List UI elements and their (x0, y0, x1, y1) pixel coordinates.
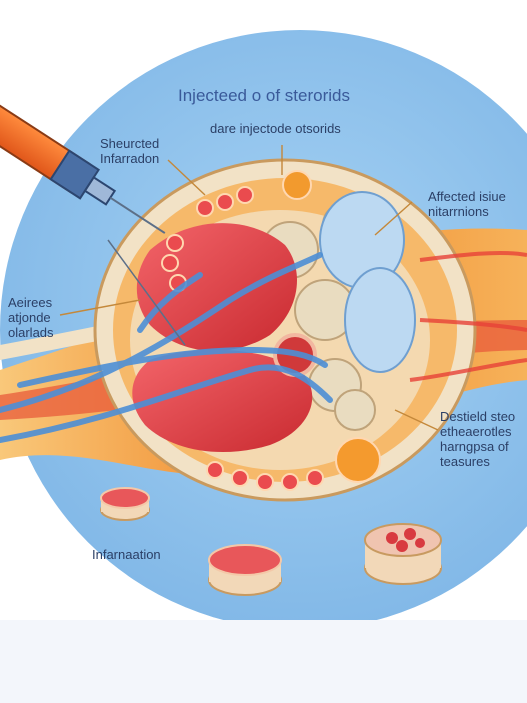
label-left-mid: Aeirees atjonde olarlads (8, 295, 54, 341)
label-right-bottom-line-1: Destield steo (440, 409, 516, 424)
label-right-top-line-1: Affected isiue (428, 189, 506, 204)
label-bottom-left: Infarnaation (92, 547, 161, 562)
label-top-left-line-1: Sheurcted (100, 136, 160, 151)
label-right-bottom: Destield steo etheaerotles harngpsa of t… (440, 409, 516, 470)
tissue-cross-sections (100, 487, 442, 596)
diagram-title: Injecteed o of sterorids (178, 86, 350, 105)
syringe-icon (0, 97, 166, 234)
fat-globules (161, 186, 324, 491)
label-right-bottom-line-4: teasures (440, 453, 490, 469)
label-right-bottom-line-2: etheaerotles (440, 423, 512, 439)
label-left-mid-line-1: Aeirees (8, 295, 53, 310)
tendon-fibers (0, 252, 333, 443)
label-left-mid-line-3: olarlads (8, 324, 54, 340)
joint-capsule (93, 158, 477, 502)
leader-lines (59, 145, 439, 431)
label-top-center: dare injectode otsorids (210, 121, 341, 136)
label-top-left-line-2: Infarradon (100, 150, 160, 166)
cartilage-pads (319, 191, 416, 373)
label-right-top-line-2: nitarrnions (428, 203, 489, 219)
label-left-mid-line-2: atjonde (8, 309, 51, 325)
label-top-left: Sheurcted Infarradon (100, 136, 160, 167)
label-right-bottom-line-3: harngpsa of (440, 438, 509, 454)
label-right-top: Affected isiue nitarrnions (428, 189, 506, 220)
right-fibers (409, 250, 527, 382)
